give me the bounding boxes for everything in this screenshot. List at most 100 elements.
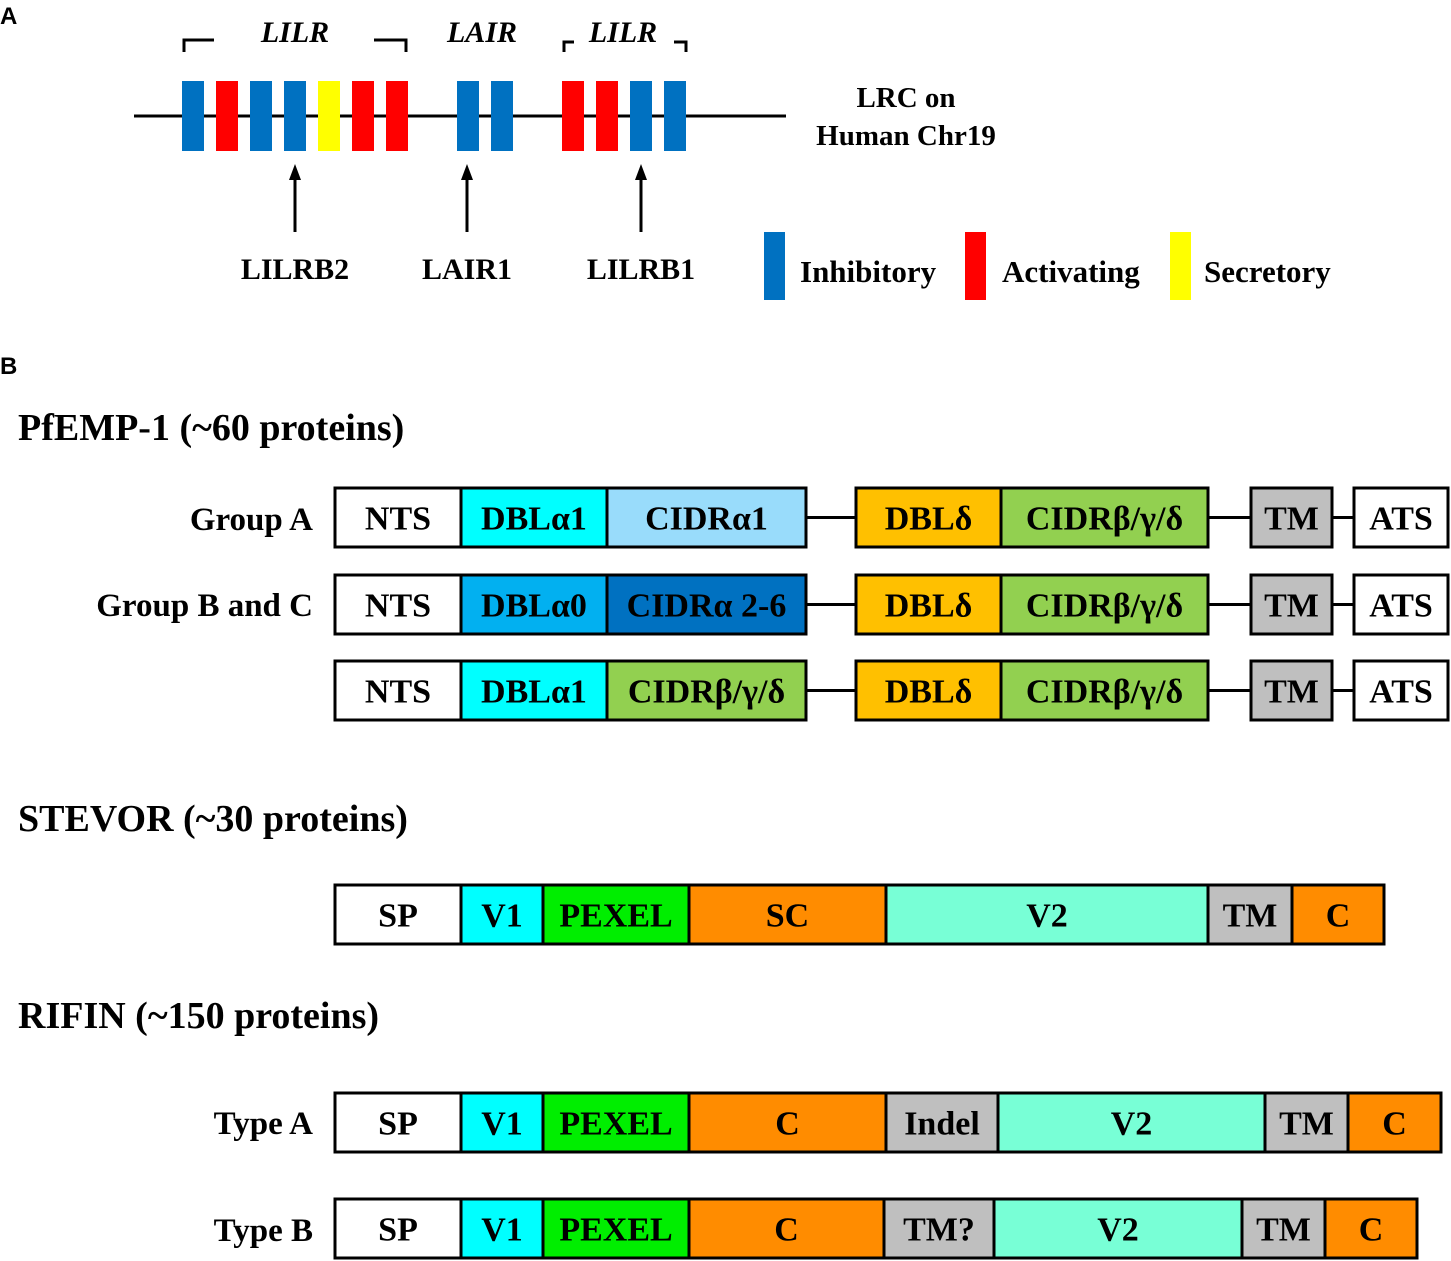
domain-nts: NTS [333, 659, 463, 722]
domain-box [459, 659, 609, 722]
domain-label: DBLα0 [481, 588, 587, 625]
legend-label-secretory: Secretory [1204, 254, 1331, 289]
domain-box [459, 883, 545, 946]
domain-box [992, 1197, 1244, 1260]
domain-c: C [1323, 1197, 1419, 1260]
legend-label-activating: Activating [1002, 254, 1140, 289]
domain-label: SP [378, 1212, 418, 1249]
domain-cidr: CIDRβ/γ/δ [605, 659, 808, 722]
domain-box [996, 1091, 1267, 1154]
domain-box [884, 1091, 1000, 1154]
rifin-row-label-type-b: Type B [214, 1213, 313, 1249]
domain-dbl: DBLδ [854, 486, 1003, 549]
pfemp1-title: PfEMP-1 (~60 proteins) [18, 407, 404, 449]
domain-box [333, 1091, 463, 1154]
panel-b-letter: B [0, 353, 17, 380]
domain-dbl: DBLδ [854, 573, 1003, 636]
domain-label: DBLδ [885, 588, 973, 625]
legend-swatch-secretory [1170, 232, 1191, 300]
domain-label: C [1359, 1212, 1384, 1249]
domain-box [1240, 1197, 1327, 1260]
chromosome-label-line1: LRC on [856, 82, 955, 114]
domain-sp: SP [333, 1091, 463, 1154]
domain-label: CIDRα 2-6 [627, 588, 787, 625]
pfemp1-row-label-group-b-c: Group B and C [96, 588, 313, 624]
domain-label: V1 [481, 1212, 523, 1249]
domain-label: CIDRβ/γ/δ [1026, 501, 1183, 538]
domain-label: CIDRα1 [645, 501, 768, 538]
domain-label: C [1382, 1106, 1407, 1143]
lilr-left-bracket-end [374, 38, 408, 52]
domain-label: SP [378, 898, 418, 935]
domain-label: V2 [1026, 898, 1068, 935]
domain-box [999, 659, 1210, 722]
domain-label: PEXEL [559, 1106, 672, 1143]
domain-label: TM [1279, 1106, 1334, 1143]
domain-box [1206, 883, 1294, 946]
domain-box [459, 1091, 545, 1154]
domain-box [854, 659, 1003, 722]
domain-label: SC [766, 898, 809, 935]
domain-label: NTS [365, 588, 431, 625]
domain-box [687, 1197, 886, 1260]
domain-box [1323, 1197, 1419, 1260]
pointer-lilrb2: LILRB2 [241, 164, 349, 286]
domain-label: ATS [1369, 588, 1433, 625]
gene-blue [182, 81, 204, 151]
lilr-left-bracket-start [182, 38, 214, 52]
domain-nts: NTS [333, 573, 463, 636]
domain-label: TM? [903, 1212, 975, 1249]
pfemp1-row-label-group-a: Group A [190, 502, 313, 538]
domain-box [1352, 486, 1450, 549]
domain-label: CIDRβ/γ/δ [628, 674, 785, 711]
gene-red [386, 81, 408, 151]
domain-label: ATS [1369, 674, 1433, 711]
domain-label: V2 [1097, 1212, 1139, 1249]
pointer-lilrb1: LILRB1 [587, 164, 695, 286]
domain-label: DBLδ [885, 674, 973, 711]
domain-dbl: DBLδ [854, 659, 1003, 722]
gene-yellow [318, 81, 340, 151]
domain-dbl-1: DBLα1 [459, 659, 609, 722]
domain-v2: V2 [992, 1197, 1244, 1260]
domain-box [882, 1197, 996, 1260]
gene-track [182, 81, 686, 151]
domain-box [333, 573, 463, 636]
domain-tm: TM [1240, 1197, 1327, 1260]
legend-label-inhibitory: Inhibitory [800, 254, 937, 289]
legend-swatch-inhibitory [764, 232, 785, 300]
domain-c: C [1290, 883, 1386, 946]
gene-red [596, 81, 618, 151]
chromosome-label-line2: Human Chr19 [816, 120, 996, 152]
rifin-title: RIFIN (~150 proteins) [18, 995, 379, 1037]
gene-red [352, 81, 374, 151]
domain-label: TM [1264, 501, 1319, 538]
domain-label: DBLδ [885, 501, 973, 538]
domain-cidr: CIDRβ/γ/δ [999, 486, 1210, 549]
gene-blue [457, 81, 479, 151]
gene-blue [250, 81, 272, 151]
domain-label: NTS [365, 501, 431, 538]
domain-nts: NTS [333, 486, 463, 549]
domain-c: C [687, 1197, 886, 1260]
domain-box [333, 486, 463, 549]
domain-label: NTS [365, 674, 431, 711]
domain-v2: V2 [884, 883, 1210, 946]
domain-label: C [774, 1212, 799, 1249]
gene-blue [491, 81, 513, 151]
domain-pexel: PEXEL [541, 1091, 691, 1154]
domain-dbl-0: DBLα0 [459, 573, 609, 636]
domain-box [854, 573, 1003, 636]
lilr-right-bracket-end [674, 40, 688, 52]
domain-label: Indel [904, 1106, 980, 1143]
panel-a: A LILR LAIR LILR LRC on Human Chr19 LILR… [0, 3, 1331, 300]
gene-blue [284, 81, 306, 151]
domain-cidr-1: CIDRα1 [605, 486, 808, 549]
